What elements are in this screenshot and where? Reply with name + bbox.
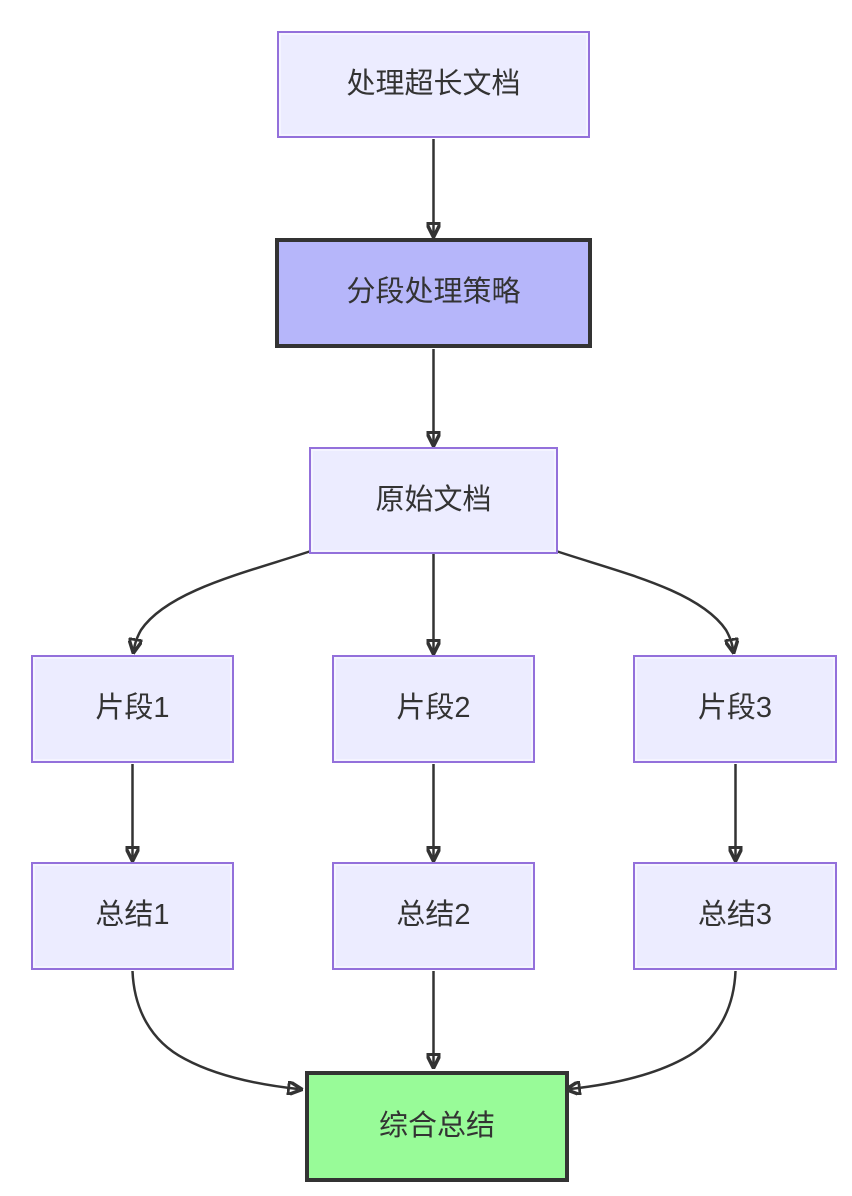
node-label: 原始文档 <box>375 483 492 516</box>
node-label: 总结2 <box>396 899 471 932</box>
node-segmentation-strategy: 分段处理策略 <box>275 238 592 348</box>
node-label: 分段处理策略 <box>346 276 521 309</box>
node-label: 处理超长文档 <box>346 67 521 100</box>
node-summary-2: 总结2 <box>332 862 535 970</box>
node-label: 综合总结 <box>378 1109 495 1142</box>
edge-e1-f <box>131 970 299 1089</box>
node-fragment-3: 片段3 <box>633 655 837 763</box>
node-fragment-1: 片段1 <box>31 655 234 763</box>
node-combined-summary: 综合总结 <box>305 1071 569 1182</box>
node-handle-long-document: 处理超长文档 <box>277 31 590 138</box>
edge-c-d1 <box>134 549 312 649</box>
node-label: 片段3 <box>697 692 773 725</box>
node-label: 总结3 <box>697 899 773 932</box>
edge-c-d3 <box>555 549 733 649</box>
node-summary-3: 总结3 <box>633 862 837 970</box>
node-label: 片段1 <box>95 692 170 725</box>
node-original-document: 原始文档 <box>309 447 558 554</box>
node-fragment-2: 片段2 <box>332 655 535 763</box>
node-label: 总结1 <box>95 899 170 932</box>
node-label: 片段2 <box>396 692 471 725</box>
node-summary-1: 总结1 <box>31 862 234 970</box>
edge-e3-f <box>570 970 737 1089</box>
